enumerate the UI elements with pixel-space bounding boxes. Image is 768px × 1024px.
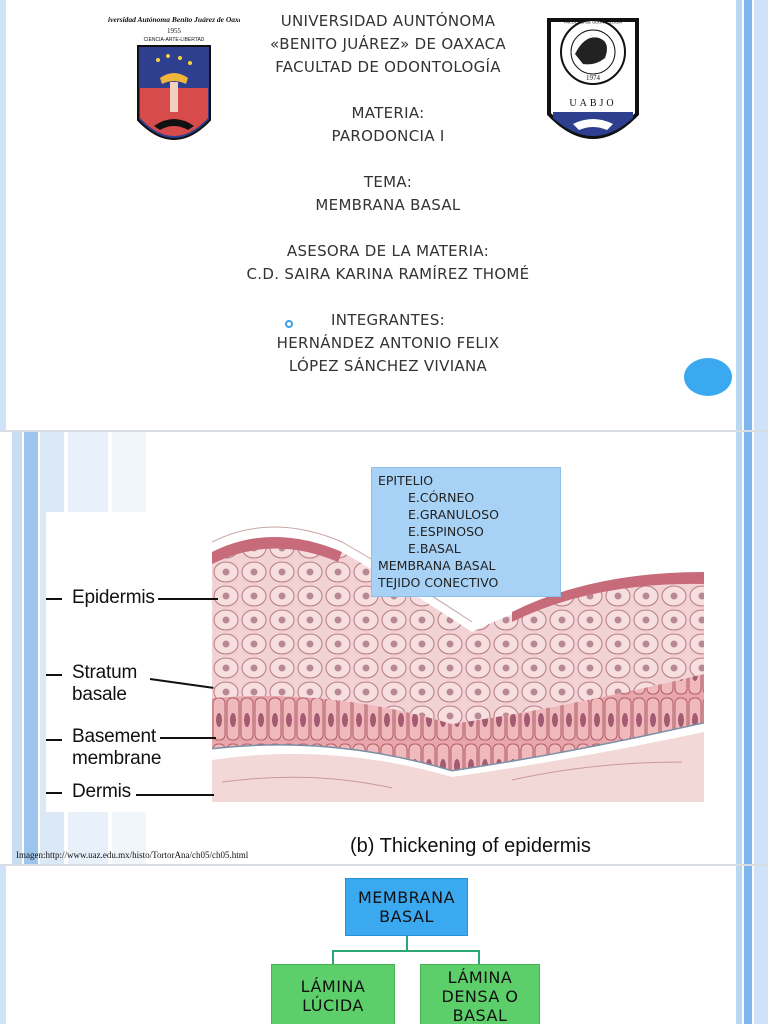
members-label: INTEGRANTES:	[330, 311, 446, 329]
node-text: DENSA O	[441, 986, 519, 1006]
subject-label: MATERIA:	[351, 104, 425, 122]
logo-right-lettering: FACULTAD DE ODONTOLOGÍA	[564, 20, 622, 25]
title-text-block: UNIVERSIDAD AUNTÓNOMA «BENITO JUÁREZ» DE…	[200, 10, 576, 378]
subject-value: PARODONCIA I	[331, 127, 445, 145]
connector-line	[478, 950, 480, 964]
university-line-2: «BENITO JUÁREZ» DE OAXACA	[270, 35, 506, 53]
legend-item: E.CÓRNEO	[408, 490, 475, 505]
member-name: HERNÁNDEZ ANTONIO FELIX	[276, 334, 500, 352]
skin-histology-figure: Epidermis Stratum basale Basement membra…	[46, 512, 704, 812]
bullet-ring-icon	[285, 320, 293, 328]
node-text: LÁMINA	[447, 967, 513, 987]
leader-line	[158, 598, 218, 600]
legend-item: E.GRANULOSO	[408, 507, 499, 522]
university-line-1: UNIVERSIDAD AUNTÓNOMA	[280, 12, 496, 30]
node-text: BASAL	[452, 1005, 508, 1024]
logo-lettering: Universidad Autónoma Benito Juárez de Oa…	[108, 15, 240, 24]
decorative-stripes	[736, 432, 768, 864]
topic-label: TEMA:	[363, 173, 413, 191]
faculty-name: FACULTAD DE ODONTOLOGÍA	[275, 58, 501, 76]
faculty-logo: FACULTAD DE ODONTOLOGÍA 1974 UABJO	[547, 18, 639, 139]
logo-motto: CIENCIA-ARTE-LIBERTAD	[144, 37, 205, 43]
legend-item: MEMBRANA BASAL	[378, 558, 496, 573]
label-dermis: Dermis	[72, 781, 131, 802]
node-lamina-densa: LÁMINA DENSA O BASAL	[420, 964, 540, 1024]
slide-separator	[0, 430, 768, 432]
leader-line	[46, 739, 62, 741]
label-epidermis: Epidermis	[72, 587, 155, 608]
leader-line	[46, 792, 62, 794]
advisor-label: ASESORA DE LA MATERIA:	[286, 242, 490, 260]
diagram-slide: Epidermis Stratum basale Basement membra…	[0, 432, 768, 864]
node-text: LÚCIDA	[302, 996, 364, 1015]
logo-initials: UABJO	[569, 98, 616, 109]
node-lamina-lucida: LÁMINA LÚCIDA	[271, 964, 395, 1024]
legend-item: TEJIDO CONECTIVO	[378, 575, 499, 590]
advisor-name: C.D. SAIRA KARINA RAMÍREZ THOMÉ	[246, 265, 530, 283]
node-text: LÁMINA	[300, 977, 366, 996]
leader-line	[136, 794, 214, 796]
decorative-stripes	[736, 0, 768, 430]
logo-year: 1955	[167, 27, 182, 35]
node-text: BASAL	[379, 907, 434, 926]
leader-line	[160, 737, 216, 739]
node-membrana-basal: MEMBRANA BASAL	[345, 878, 468, 936]
connector-line	[332, 950, 334, 964]
connector-line	[332, 950, 480, 952]
leader-line	[46, 598, 62, 600]
label-basement-1: Basement	[72, 726, 156, 747]
legend-item: E.ESPINOSO	[408, 524, 484, 539]
logo-right-year: 1974	[586, 74, 601, 82]
decorative-stripes	[736, 866, 768, 1024]
label-basement-2: membrane	[72, 748, 162, 769]
leader-line	[46, 674, 62, 676]
legend-title: EPITELIO	[378, 473, 434, 488]
decorative-blue-circle	[684, 358, 732, 396]
university-logo: Universidad Autónoma Benito Juárez de Oa…	[108, 15, 240, 140]
figure-caption: (b) Thickening of epidermis	[350, 835, 591, 857]
epidermis-illustration	[212, 526, 704, 802]
left-edge-stripe	[0, 0, 6, 430]
label-stratum-2: basale	[72, 684, 127, 705]
leader-line	[149, 678, 214, 689]
topic-value: MEMBRANA BASAL	[315, 196, 461, 214]
title-slide: Universidad Autónoma Benito Juárez de Oa…	[0, 0, 768, 430]
legend-item: E.BASAL	[408, 541, 461, 556]
member-name: LÓPEZ SÁNCHEZ VIVIANA	[288, 357, 488, 375]
node-text: MEMBRANA	[357, 888, 456, 907]
slide-separator	[0, 864, 768, 866]
image-source-link[interactable]: Imagen:http://www.uaz.edu.mx/histo/Torto…	[16, 850, 249, 860]
label-stratum-1: Stratum	[72, 662, 138, 683]
concept-map-slide: MEMBRANA BASAL LÁMINA LÚCIDA LÁMINA DENS…	[0, 866, 768, 1024]
left-edge-stripe	[0, 866, 6, 1024]
connector-line	[406, 936, 408, 950]
layers-legend-box: EPITELIO E.CÓRNEO E.GRANULOSO E.ESPINOSO…	[371, 467, 561, 597]
